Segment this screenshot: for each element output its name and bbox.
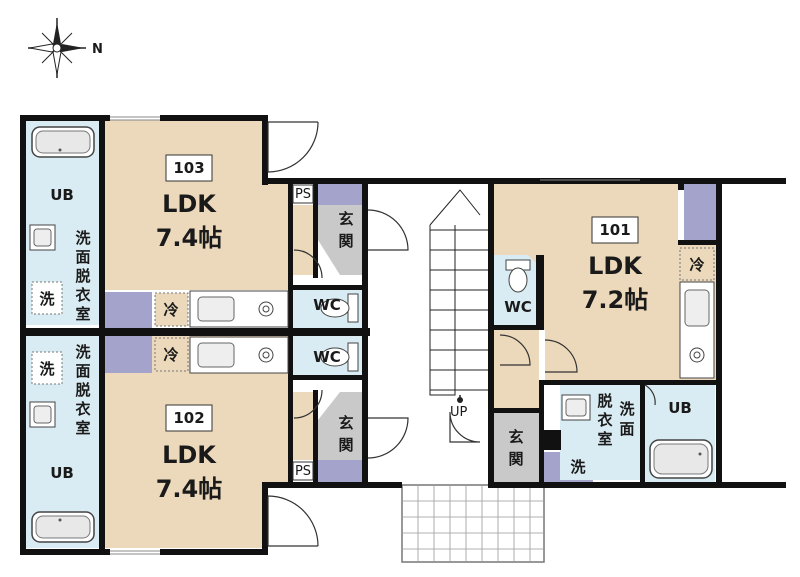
fridge-label-103: 冷 <box>163 301 178 319</box>
stair-up-label: UP <box>450 405 468 420</box>
washroom-103-a1: 洗 <box>75 229 90 247</box>
storage-101 <box>684 183 716 241</box>
washroom-102-b2: 衣 <box>75 400 90 418</box>
storage-bottom <box>318 460 363 482</box>
unit-size-101: 7.2帖 <box>582 286 649 314</box>
fridge-space-103 <box>154 292 189 327</box>
washroom-101-a1: 洗 <box>619 400 634 418</box>
fridge-space-102 <box>154 337 189 372</box>
bathtub-icon <box>649 439 713 479</box>
unit-number-103: 103 <box>173 159 204 177</box>
wc-label-102: WC <box>313 348 341 366</box>
ldk-area-103 <box>105 120 290 290</box>
washer-label-101: 洗 <box>570 458 585 476</box>
bathtub-icon <box>31 511 95 543</box>
unit-number-box-101 <box>591 216 639 244</box>
ub-label-101: UB <box>668 399 692 417</box>
washer-label-103: 洗 <box>39 290 54 308</box>
unit-ldk-label-103: LDK <box>162 190 217 218</box>
unit-size-103: 7.4帖 <box>156 224 223 252</box>
washer-space-103 <box>31 281 63 315</box>
unit-size-102: 7.4帖 <box>156 475 223 503</box>
washroom-102-a1: 洗 <box>75 343 90 361</box>
kitchen-counter-101 <box>679 281 715 379</box>
ldk-area-102 <box>105 335 290 548</box>
washroom-101-b1: 脱 <box>597 392 612 410</box>
genkan-label-102-char1: 玄 <box>338 414 353 432</box>
genkan-label-102-char2: 関 <box>338 436 353 454</box>
washroom-101-b3: 室 <box>597 430 612 448</box>
washroom-102-b1: 脱 <box>75 381 90 399</box>
doors <box>267 121 656 547</box>
genkan-label-101-char1: 玄 <box>508 428 523 446</box>
washroom-103-b2: 衣 <box>75 286 90 304</box>
washer-space-102 <box>31 351 63 385</box>
storage-103 <box>102 292 152 330</box>
ps-box-bottom <box>292 461 314 481</box>
washroom-103-b3: 室 <box>75 305 90 323</box>
bathtub-icon <box>31 126 95 158</box>
washroom-102-a2: 面 <box>75 362 90 380</box>
unit-number-box-103 <box>165 154 213 182</box>
washroom-103-a2: 面 <box>75 248 90 266</box>
washroom-102-b3: 室 <box>75 419 90 437</box>
wash-basin-icon <box>561 394 591 421</box>
balcony-grid <box>401 484 545 563</box>
wash-basin-icon <box>29 224 56 251</box>
genkan-103 <box>318 205 363 275</box>
genkan-label-103-char2: 関 <box>338 232 353 250</box>
unit-number-101: 101 <box>599 221 630 239</box>
unit-number-102: 102 <box>173 409 204 427</box>
storage-101-entry <box>543 452 563 482</box>
wash-basin-icon <box>29 401 56 428</box>
kitchen-counter-103 <box>189 290 289 328</box>
ub-label-103: UB <box>50 186 74 204</box>
toilet-icon <box>320 342 359 372</box>
wc-label-103: WC <box>313 296 341 314</box>
unit-ldk-label-101: LDK <box>588 252 643 280</box>
toilet-icon <box>320 293 359 323</box>
hall-103 <box>290 205 318 275</box>
ps-box-top <box>292 184 314 204</box>
hall-102 <box>290 392 318 460</box>
genkan-102 <box>318 392 363 460</box>
fridge-label-101: 冷 <box>689 256 704 274</box>
wc-label-101: WC <box>504 298 532 316</box>
washer-label-102: 洗 <box>39 360 54 378</box>
storage-top <box>318 183 363 205</box>
stair-start-dot <box>457 397 463 403</box>
genkan-label-103-char1: 玄 <box>338 210 353 228</box>
compass-icon <box>28 18 86 78</box>
wc-101 <box>494 255 543 330</box>
compass-direction-label: N <box>92 42 103 57</box>
walls <box>20 115 786 555</box>
ps-label-bottom: PS <box>295 464 311 479</box>
unit-ldk-label-102: LDK <box>162 441 217 469</box>
washroom-103-b1: 脱 <box>75 267 90 285</box>
genkan-101 <box>494 412 539 482</box>
fridge-label-102: 冷 <box>163 346 178 364</box>
storage-102 <box>102 335 152 373</box>
ps-label-top: PS <box>295 187 311 202</box>
windows <box>110 116 640 555</box>
washroom-101-a2: 面 <box>619 420 634 438</box>
ub-label-102: UB <box>50 464 74 482</box>
hall-101 <box>494 330 539 412</box>
genkan-label-101-char2: 関 <box>508 450 523 468</box>
unit-number-box-102 <box>165 404 213 432</box>
staircase <box>429 189 488 400</box>
fridge-space-101 <box>679 247 715 281</box>
washroom-101-b2: 衣 <box>597 411 612 429</box>
toilet-icon <box>505 259 531 293</box>
kitchen-counter-102 <box>189 336 289 374</box>
